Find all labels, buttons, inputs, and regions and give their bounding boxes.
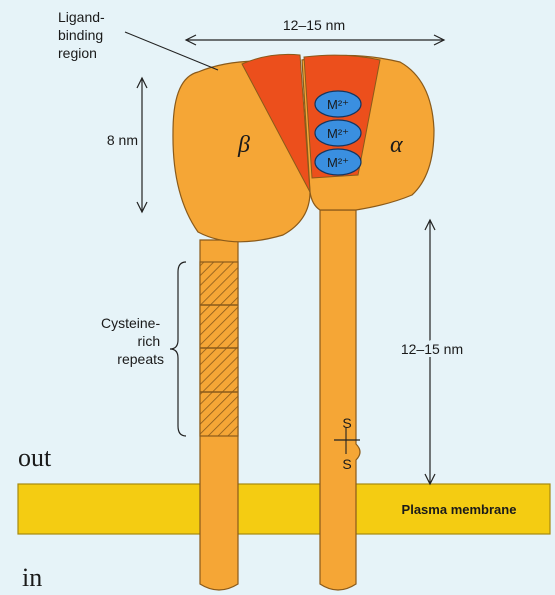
metal-ion-2: M²⁺ [315,120,361,146]
in-label: in [22,563,42,592]
beta-label: β [237,132,250,158]
ligand-pointer [125,32,218,70]
disulfide-s-bottom: S [342,456,351,472]
disulfide-s-top: S [342,415,351,431]
alpha-label: α [390,132,403,158]
membrane-label: Plasma membrane [402,502,517,517]
head-height-arrow [137,78,147,212]
ligand-binding-label: Ligand- binding region [58,9,109,61]
metal-ion-3: M²⁺ [315,149,361,175]
svg-text:M²⁺: M²⁺ [327,126,349,141]
top-width-arrow [186,35,444,45]
cysteine-label: Cysteine- rich repeats [101,315,164,367]
metal-ion-1: M²⁺ [315,91,361,117]
out-label: out [18,443,52,472]
cysteine-brace [170,262,186,436]
stalk-length-label: 12–15 nm [401,341,463,357]
head-height-label: 8 nm [107,132,138,148]
top-width-label: 12–15 nm [283,17,345,33]
cysteine-rich-repeats [200,262,238,436]
svg-text:M²⁺: M²⁺ [327,97,349,112]
svg-text:M²⁺: M²⁺ [327,155,349,170]
